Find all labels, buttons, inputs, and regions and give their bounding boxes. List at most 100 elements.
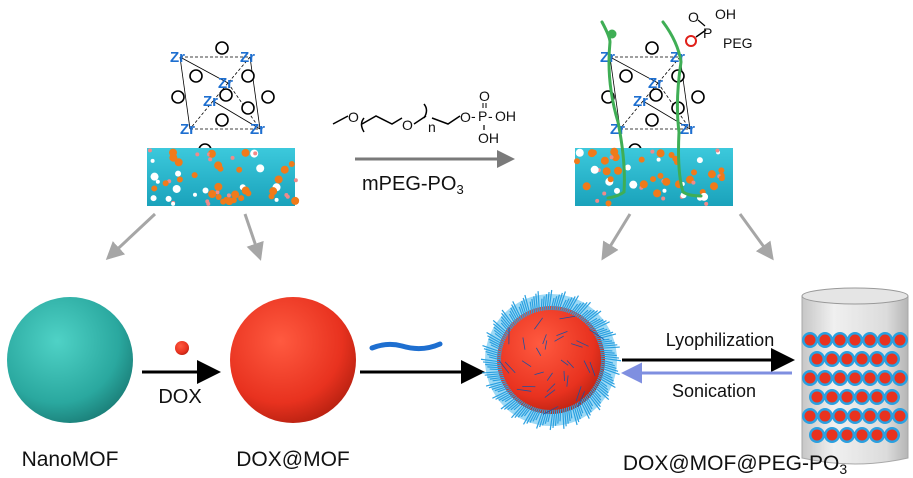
zr-atom: Zr: [170, 49, 185, 66]
beaker: [801, 287, 909, 465]
mof-surface-left: [147, 148, 300, 206]
peg-strand: [500, 322, 510, 333]
oxygen-atom: [215, 113, 229, 127]
peg-strand: [593, 385, 610, 400]
gray-arrows: [105, 212, 774, 261]
peg-strand: [514, 403, 528, 418]
atom-o: O: [460, 109, 471, 125]
peg-strand: [598, 373, 614, 382]
peg-strand: [487, 366, 502, 369]
oxygen-atom: [215, 41, 229, 55]
peg-strand: [542, 296, 545, 311]
peg-strand: [588, 392, 601, 408]
peg-strand: [589, 390, 602, 404]
reagent-label: mPEG-PO3: [362, 173, 464, 197]
peg-strand: [599, 369, 612, 376]
peg-strand: [573, 404, 580, 423]
peg-strand: [585, 395, 594, 407]
peg-strand: [517, 404, 529, 418]
atom-oh: OH: [715, 6, 736, 22]
peg-strand: [511, 304, 521, 322]
peg-chains: [600, 20, 703, 200]
peg-strand: [518, 306, 524, 319]
peg-strand: [600, 351, 615, 354]
peg-strand: [560, 299, 567, 312]
peg-strand: [532, 408, 540, 422]
peg-strand: [550, 297, 555, 311]
peg-strand: [485, 363, 502, 367]
peg-strand: [597, 340, 613, 344]
peg-strand: [484, 372, 503, 376]
peg-strand: [513, 401, 524, 411]
zr-atom: Zr: [240, 49, 255, 66]
peg-strand: [584, 310, 602, 324]
peg-strand: [533, 296, 537, 313]
peg-strand: [556, 292, 563, 311]
zr-atom: Zr: [633, 93, 648, 110]
peg-strand: [554, 409, 558, 426]
peg-strand: [511, 402, 526, 419]
peg-strand: [519, 303, 526, 318]
peg-strand: [592, 387, 602, 398]
lyophilization-label: Lyophilization: [666, 330, 774, 350]
atom-p: P: [478, 108, 487, 124]
oxygen-atom: [219, 88, 233, 102]
peg-strand: [493, 329, 506, 340]
atom-o-red: [685, 35, 697, 47]
peg-strand: [510, 307, 520, 323]
peg-strand: [562, 408, 565, 429]
peg-strand: [600, 359, 614, 364]
zr-atom: Zr: [218, 75, 233, 92]
peg-strand: [562, 298, 570, 312]
nanomof-label: NanoMOF: [22, 448, 119, 471]
peg-strand: [595, 382, 609, 394]
atom-p: P: [703, 25, 712, 41]
peg-strand: [498, 391, 514, 401]
peg-strand: [600, 355, 620, 359]
peg-strand: [539, 409, 546, 428]
atom-oh: OH: [495, 108, 516, 124]
peg-strand: [552, 409, 556, 429]
peg-strand: [529, 407, 538, 423]
peg-strand: [487, 374, 504, 378]
peg-strand: [567, 406, 571, 422]
pegmof-label: DOX@MOF@PEG-PO3: [623, 452, 847, 477]
peg-strand: [584, 396, 593, 410]
peg-strand: [565, 407, 569, 424]
peg-strand: [501, 312, 514, 328]
peg-strand: [571, 302, 582, 315]
peg-coated-sphere: [480, 289, 622, 431]
peg-strand: [598, 342, 615, 346]
atom-o: O: [402, 117, 413, 133]
peg-strand: [586, 317, 598, 326]
zr-atom: Zr: [203, 93, 218, 110]
peg-strand: [567, 295, 579, 314]
peg-strand: [486, 332, 505, 344]
peg-strand: [581, 398, 591, 416]
peg-strand: [564, 297, 573, 313]
peg-strand: [488, 338, 504, 347]
peg-strand: [482, 345, 502, 353]
peg-strand: [596, 378, 608, 388]
peg-strand: [489, 368, 502, 371]
peg-strand: [565, 296, 576, 313]
peg-strand: [485, 350, 502, 357]
peg-strand: [535, 293, 539, 312]
peg-strand: [549, 409, 554, 431]
oxygen-atom: [241, 101, 255, 115]
peg-strand: [509, 310, 518, 324]
peg-strand: [503, 397, 519, 410]
zr-atom: Zr: [680, 121, 695, 138]
mpeg-po3-structure: O O n O - P O - OH OH: [332, 88, 516, 146]
peg-strand: [563, 408, 567, 427]
dash: -: [471, 108, 476, 124]
peg-strand: [558, 291, 566, 311]
peg-strand: [492, 320, 509, 335]
peg-strand: [523, 406, 535, 425]
peg-strand: [588, 319, 604, 329]
peg-strand: [524, 294, 531, 315]
peg-strand: [529, 301, 533, 314]
arrow-to-doxmof: [243, 213, 264, 261]
dox-molecule: [175, 341, 189, 355]
